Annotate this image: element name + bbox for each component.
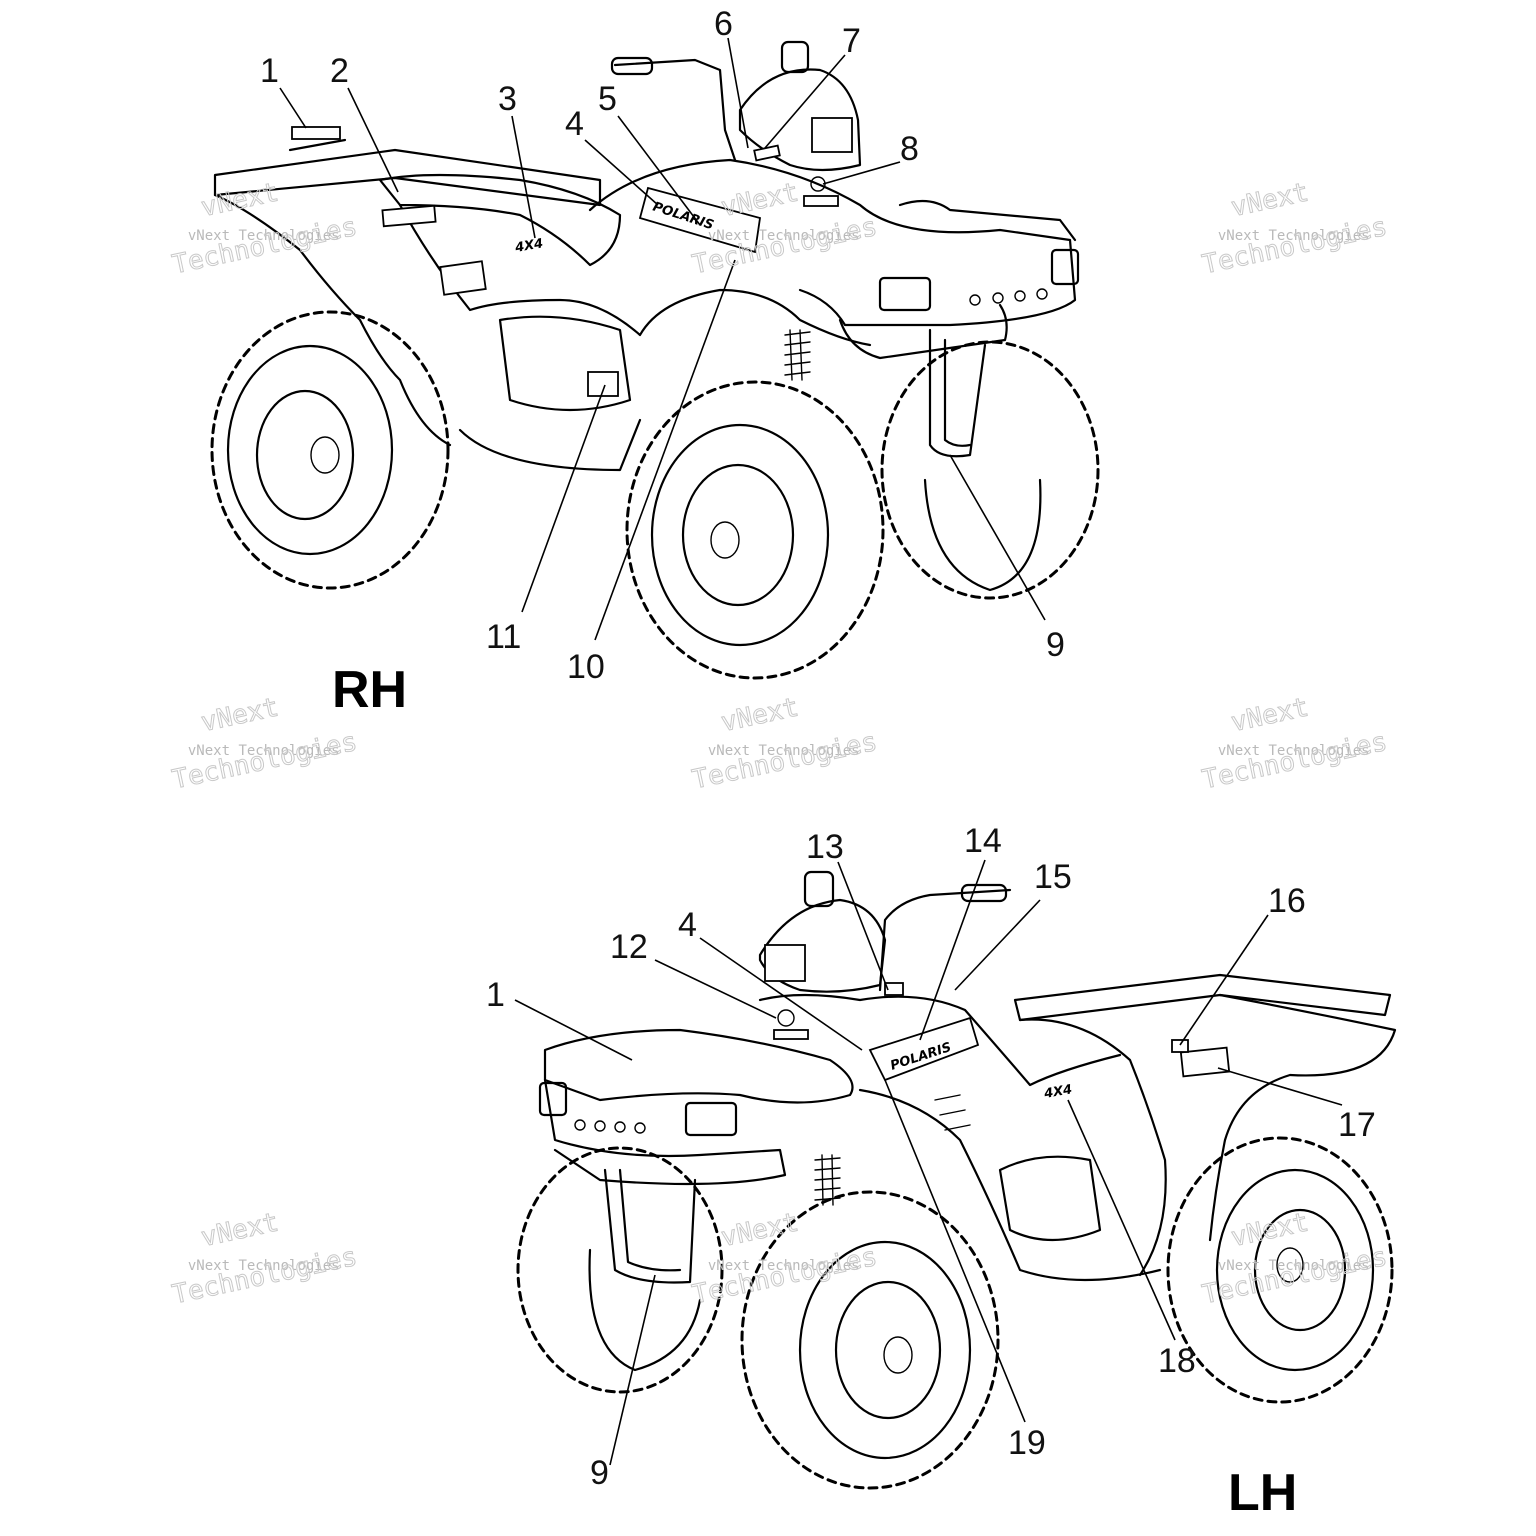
callout-rh-7: 7 <box>842 22 861 60</box>
atv-lh-drawing: POLARIS 4X4 <box>516 870 1397 1490</box>
wm-4-line3: Technologies <box>170 727 360 795</box>
watermark-6: vNext vNext Technologies Technologies <box>1199 692 1390 796</box>
wm-8-line1: vNext <box>719 1207 802 1253</box>
callout-lh-18: 18 <box>1158 1342 1196 1380</box>
callout-rh-10: 10 <box>567 648 605 686</box>
wm-7-line2: vNext Technologies <box>188 1258 340 1274</box>
callout-lh-12: 12 <box>610 928 648 966</box>
callout-rh-9: 9 <box>1046 626 1065 664</box>
wm-1-line3: Technologies <box>170 212 360 280</box>
callout-lh-9: 9 <box>590 1454 609 1492</box>
callout-rh-11: 11 <box>486 618 521 656</box>
decal-rh-1 <box>291 126 341 140</box>
decal-lh-stripe <box>868 1016 980 1082</box>
wm-3-line1: vNext <box>1229 177 1312 223</box>
decal-lh-pod <box>764 944 806 982</box>
decal-lh-16 <box>1171 1039 1189 1053</box>
decal-lh-12b <box>773 1029 809 1040</box>
decal-rh-11 <box>587 371 619 397</box>
watermark-9: vNext vNext Technologies Technologies <box>1199 1207 1390 1311</box>
wm-4-line1: vNext <box>199 692 282 738</box>
watermark-1: vNext vNext Technologies Technologies <box>169 177 360 281</box>
decal-rh-pod <box>811 117 853 153</box>
callout-lh-19: 19 <box>1008 1424 1046 1462</box>
view-label-rh: RH <box>332 661 407 719</box>
wm-7-line3: Technologies <box>170 1242 360 1310</box>
wm-1-line1: vNext <box>199 177 282 223</box>
decal-rh-stripe <box>638 186 762 254</box>
wm-3-line2: vNext Technologies <box>1218 228 1370 244</box>
wm-8-line3: Technologies <box>690 1242 880 1310</box>
wm-5-line2: vNext Technologies <box>708 743 860 759</box>
decal-lh-17 <box>1179 1046 1231 1078</box>
callout-rh-4: 4 <box>565 105 584 143</box>
lh-callouts: 1 4 9 12 13 14 15 16 17 18 19 <box>486 822 1376 1492</box>
callout-rh-6: 6 <box>714 5 733 43</box>
decal-rh-2 <box>381 204 437 228</box>
callout-lh-17: 17 <box>1338 1106 1376 1144</box>
decal-lh-13 <box>884 982 904 996</box>
callout-lh-15: 15 <box>1034 858 1072 896</box>
view-label-lh: LH <box>1228 1464 1297 1522</box>
wm-2-line2: vNext Technologies <box>708 228 860 244</box>
lh-leader-lines <box>514 859 1343 1466</box>
rh-callouts: 1 2 3 4 5 6 7 8 9 10 11 <box>260 5 1065 686</box>
wm-8-line2: vNext Technologies <box>708 1258 860 1274</box>
rh-leader-lines <box>279 37 1046 641</box>
decal-rh-8b <box>803 195 839 207</box>
wm-4-line2: vNext Technologies <box>188 743 340 759</box>
callout-lh-4: 4 <box>678 906 697 944</box>
callout-lh-14: 14 <box>964 822 1002 860</box>
watermark-5: vNext vNext Technologies Technologies <box>689 692 880 796</box>
callout-lh-16: 16 <box>1268 882 1306 920</box>
callout-lh-13: 13 <box>806 828 844 866</box>
wm-5-line1: vNext <box>719 692 802 738</box>
atv-rh-drawing: POLARIS 4X4 <box>210 40 1100 680</box>
badge-rh-text: 4X4 <box>513 236 544 256</box>
wm-6-line1: vNext <box>1229 692 1312 738</box>
watermark-4: vNext vNext Technologies Technologies <box>169 692 360 796</box>
callout-rh-5: 5 <box>598 80 617 118</box>
wm-6-line2: vNext Technologies <box>1218 743 1370 759</box>
wm-9-line3: Technologies <box>1200 1242 1390 1310</box>
wm-9-line2: vNext Technologies <box>1218 1258 1370 1274</box>
wm-2-line1: vNext <box>719 177 802 223</box>
callout-rh-2: 2 <box>330 52 349 90</box>
callout-rh-3: 3 <box>498 80 517 118</box>
badge-lh-text: 4X4 <box>1042 1082 1073 1102</box>
callout-rh-1: 1 <box>260 52 279 90</box>
wm-1-line2: vNext Technologies <box>188 228 340 244</box>
wm-7-line1: vNext <box>199 1207 282 1253</box>
wm-5-line3: Technologies <box>690 727 880 795</box>
callout-rh-8: 8 <box>900 130 919 168</box>
decal-rh-side <box>439 260 487 296</box>
wm-6-line3: Technologies <box>1200 727 1390 795</box>
wm-3-line3: Technologies <box>1200 212 1390 280</box>
decal-lh-12 <box>777 1009 795 1027</box>
callout-lh-1: 1 <box>486 976 505 1014</box>
watermark-7: vNext vNext Technologies Technologies <box>169 1207 360 1311</box>
watermark-3: vNext vNext Technologies Technologies <box>1199 177 1390 281</box>
wm-9-line1: vNext <box>1229 1207 1312 1253</box>
